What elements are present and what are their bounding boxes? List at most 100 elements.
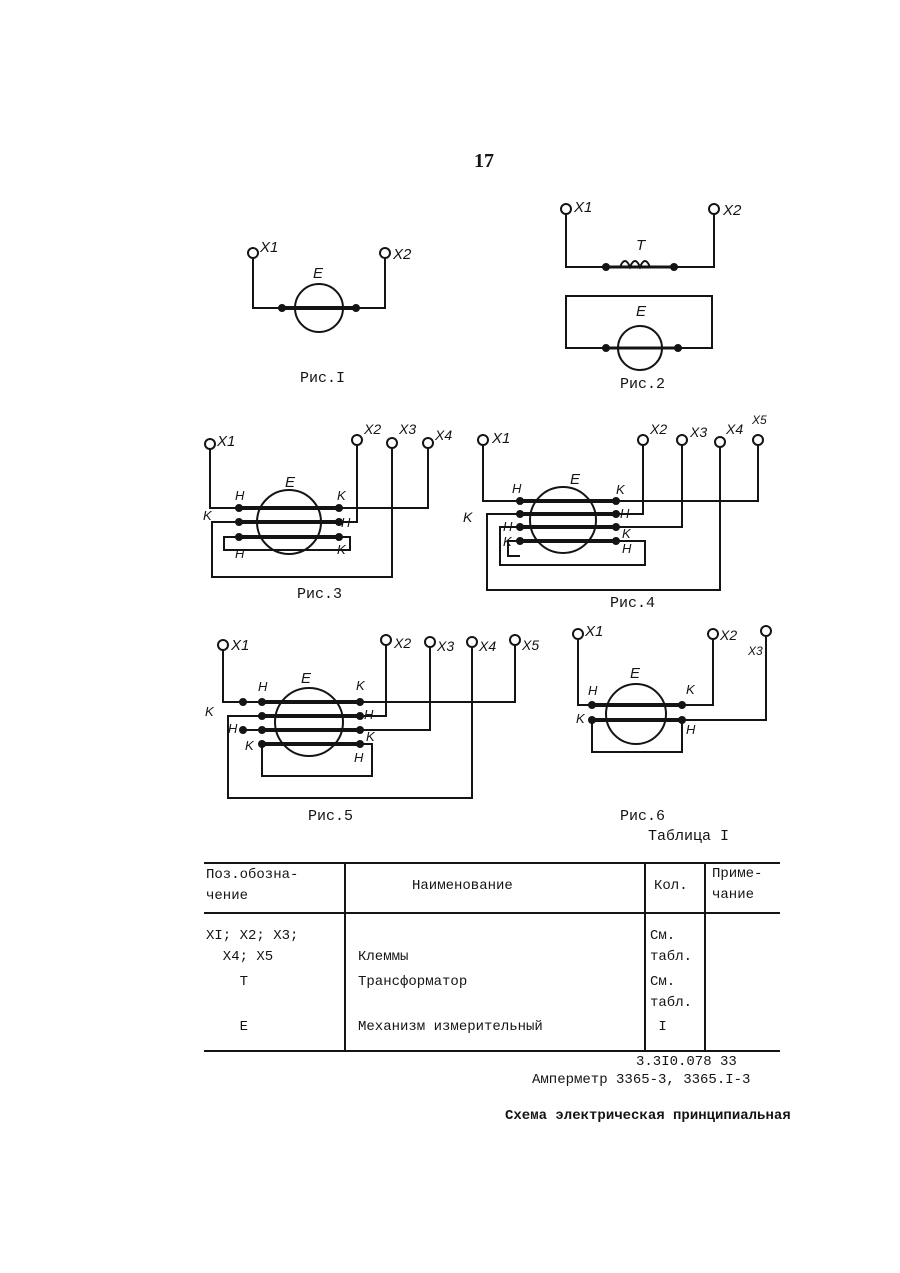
measuring-mechanism-circle xyxy=(274,687,344,757)
fig5-label-x2: X2 xyxy=(393,635,411,651)
fig3-label-x4: X4 xyxy=(434,427,452,443)
header-position: Поз.обозна- чение xyxy=(206,867,299,904)
row-2-name: Трансформатор xyxy=(358,974,468,990)
measuring-mechanism-circle xyxy=(529,486,597,554)
terminal-x3-circle xyxy=(760,625,772,637)
row-3-quantity: I xyxy=(650,1019,667,1035)
fig3-caption: Рис.3 xyxy=(297,586,342,603)
table-rule-header xyxy=(204,912,780,914)
measuring-mechanism-circle xyxy=(605,683,667,745)
components-table: Поз.обозна- чение Наименование Кол. Прим… xyxy=(204,862,780,1052)
fig5-coil-label: H xyxy=(258,679,268,694)
fig5-label-e: E xyxy=(301,670,312,687)
fig4-coil-label: H xyxy=(503,519,513,534)
fig3-label-x2: X2 xyxy=(363,421,381,437)
fig5-coil-label: K xyxy=(356,678,366,693)
fig4-label-x2: X2 xyxy=(649,421,667,437)
fig1-label-x2: X2 xyxy=(392,246,412,263)
fig1-caption: Рис.I xyxy=(300,370,345,387)
table-rule-top xyxy=(204,862,780,864)
table-col-divider xyxy=(644,862,646,1052)
fig5-coil-label: K xyxy=(366,729,376,744)
terminal-x2-circle xyxy=(707,628,719,640)
page-number: 17 xyxy=(474,150,494,172)
figure-5: X1 X2 X3 X4 X5 E H K K H H K K H Рис.5 xyxy=(205,634,539,825)
fig4-caption: Рис.4 xyxy=(610,595,655,612)
header-quantity: Кол. xyxy=(654,878,688,894)
terminal-x5-circle xyxy=(752,434,764,446)
fig3-coil-label: H xyxy=(341,515,351,530)
fig4-coil-label: K xyxy=(463,509,473,525)
table-title: Таблица I xyxy=(648,828,730,845)
terminal-x1-circle xyxy=(560,203,572,215)
row-3-name: Механизм измерительный xyxy=(358,1019,543,1035)
fig6-coil-label: K xyxy=(576,711,586,726)
terminal-x1-circle xyxy=(477,434,489,446)
figure-4: X1 X2 X3 X4 X5 E H K H K H K K H Рис.4 xyxy=(463,413,767,612)
terminal-x3-circle xyxy=(386,437,398,449)
row-1-position: XI; X2; X3; X4; X5 xyxy=(206,928,299,965)
terminal-x2-circle xyxy=(708,203,720,215)
header-name: Наименование xyxy=(412,878,513,894)
fig4-label-e: E xyxy=(570,471,581,488)
figure-2: X1 X2 T E Рис.2 xyxy=(560,199,742,393)
fig4-coil-label: K xyxy=(503,534,513,549)
fig2-label-t: T xyxy=(636,237,647,254)
terminal-x4-circle xyxy=(714,436,726,448)
fig4-coil-label: H xyxy=(622,541,632,556)
fig6-label-x3: X3 xyxy=(747,644,763,658)
table-col-divider xyxy=(704,862,706,1052)
fig4-label-x1: X1 xyxy=(491,430,510,447)
table-rule-bottom xyxy=(204,1050,780,1052)
fig3-coil-label: H xyxy=(235,546,245,561)
fig5-coil-label: K xyxy=(205,704,215,719)
figure-6: X1 X2 X3 E H K K H Рис.6 xyxy=(572,623,772,825)
fig4-label-x3: X3 xyxy=(689,424,707,440)
terminal-x1-circle xyxy=(572,628,584,640)
terminal-x2-circle xyxy=(637,434,649,446)
fig3-coil-label: H xyxy=(235,488,245,503)
terminal-x2-circle xyxy=(379,247,391,259)
row-1-name: Клеммы xyxy=(358,949,409,965)
fig5-coil-label: K xyxy=(245,738,255,753)
fig2-label-x1: X1 xyxy=(573,199,592,216)
fig3-label-e: E xyxy=(285,474,296,491)
fig6-label-x2: X2 xyxy=(719,627,737,643)
terminal-x2-circle xyxy=(351,434,363,446)
fig6-label-e: E xyxy=(630,665,641,682)
terminal-x4-circle xyxy=(422,437,434,449)
document-code: 3.3I0.078 33 xyxy=(636,1054,737,1070)
fig5-label-x1: X1 xyxy=(230,637,249,654)
terminal-x4-circle xyxy=(466,636,478,648)
fig1-label-e: E xyxy=(313,265,324,282)
fig6-coil-label: H xyxy=(686,722,696,737)
terminal-x1-circle xyxy=(217,639,229,651)
fig1-label-x1: X1 xyxy=(259,239,278,256)
fig2-label-e: E xyxy=(636,303,647,320)
fig4-coil-label: K xyxy=(616,482,626,497)
fig5-coil-label: H xyxy=(364,707,374,722)
fig5-coil-label: H xyxy=(228,721,238,736)
scheme-title: Схема электрическая принципиальная xyxy=(505,1108,791,1124)
device-name: Амперметр 3365-3, 3365.I-3 xyxy=(532,1072,751,1088)
fig6-coil-label: K xyxy=(686,682,696,697)
fig3-label-x3: X3 xyxy=(398,421,416,437)
terminal-x3-circle xyxy=(676,434,688,446)
fig6-coil-label: H xyxy=(588,683,598,698)
fig4-coil-label: H xyxy=(512,481,522,496)
fig5-label-x3: X3 xyxy=(436,638,454,654)
transformer-winding xyxy=(619,260,651,270)
fig6-caption: Рис.6 xyxy=(620,808,665,825)
fig5-label-x5: X5 xyxy=(521,637,539,653)
fig3-coil-label: K xyxy=(203,508,213,523)
fig3-label-x1: X1 xyxy=(216,433,235,450)
figure-3: X1 X2 X3 X4 E H K K H H K Рис.3 xyxy=(203,421,452,603)
header-note: Приме- чание xyxy=(712,866,763,903)
figure-1: X1 X2 E Рис.I xyxy=(247,239,412,387)
fig4-label-x5: X5 xyxy=(751,413,767,427)
fig6-label-x1: X1 xyxy=(584,623,603,640)
fig5-label-x4: X4 xyxy=(478,638,496,654)
fig3-coil-label: K xyxy=(337,542,347,557)
fig2-caption: Рис.2 xyxy=(620,376,665,393)
row-2-quantity: См. табл. xyxy=(650,974,693,1011)
